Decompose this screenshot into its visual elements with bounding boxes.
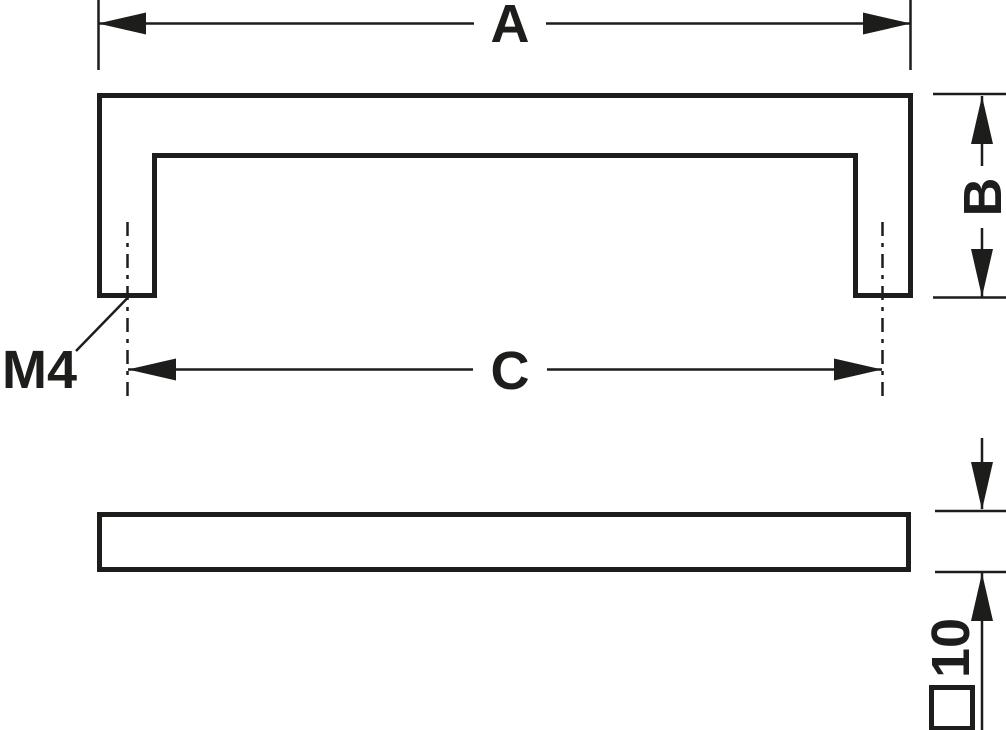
m4-callout: M4	[2, 297, 129, 400]
dimension-thickness-arrows	[971, 462, 993, 621]
dim-a-label-backing	[474, 0, 546, 48]
arrow-down-icon	[971, 462, 993, 510]
arrow-up-icon	[971, 96, 993, 144]
m4-leader-line	[75, 297, 129, 352]
arrow-down-icon	[971, 249, 993, 297]
dim-c-label-backing	[473, 341, 547, 395]
arrow-right-icon	[834, 358, 882, 381]
handle-front-view-outline	[97, 93, 913, 298]
arrow-left-icon	[98, 12, 146, 35]
dim-b-label: B	[953, 178, 1006, 217]
dim-b-label-backing	[955, 166, 1006, 228]
dim-a-label: A	[491, 0, 530, 54]
handle-side-view-outline	[97, 512, 911, 572]
screw-centerlines	[126, 222, 884, 398]
arrow-up-icon	[971, 573, 993, 621]
dim-c-label: C	[491, 341, 530, 401]
arrow-right-icon	[863, 12, 911, 35]
m4-thread-label: M4	[2, 340, 77, 400]
dimension-b-arrows	[971, 96, 993, 297]
square-section-icon	[929, 685, 975, 730]
arrow-left-icon	[128, 358, 176, 381]
dimension-a-arrows	[98, 12, 911, 35]
dim-10-label: 10	[921, 618, 981, 678]
dimension-c-arrows	[128, 358, 882, 381]
